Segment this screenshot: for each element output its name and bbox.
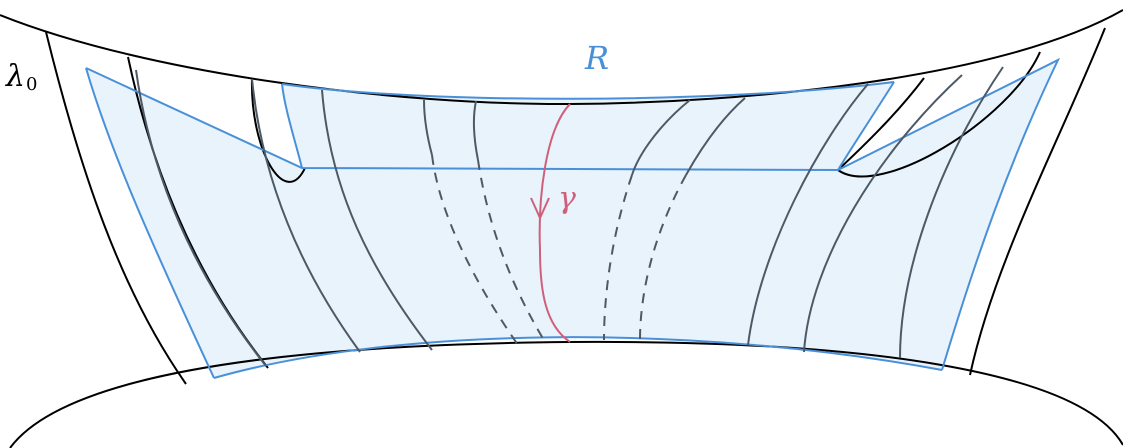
region-r-fill (86, 60, 1058, 378)
grey-leaf-7-dashed (639, 174, 687, 341)
lamination-label-subscript: 0 (26, 74, 38, 95)
region-r-outline (85, 57, 1061, 371)
lambda-leaf-outer-right (969, 27, 1106, 376)
curve-gamma-arrow (530, 197, 550, 221)
region-r-upper-left-edge (281, 83, 303, 169)
grey-leaf-6-dashed (603, 174, 633, 341)
lower-boundary-curve (9, 340, 1123, 448)
lambda-leaf-left-inner (250, 77, 306, 183)
lamination-label-base: λ (6, 59, 26, 94)
grey-leaf-7-top (685, 97, 746, 176)
grey-leaf-2 (251, 78, 361, 353)
grey-leaf-1 (135, 69, 267, 367)
lambda-leaf-right (837, 51, 1041, 178)
grey-leaf-3 (321, 89, 433, 351)
curve-label-gamma: γ (558, 181, 576, 216)
grey-leaf-10 (899, 66, 1004, 359)
region-r-left-edge (85, 67, 215, 379)
grey-leaf-8 (747, 83, 869, 346)
region-r-upper-edge (281, 81, 895, 100)
region-r-lower-edge (213, 336, 943, 379)
grey-leaf-5-top (472, 100, 479, 161)
region-r-upper-right-edge (837, 81, 895, 171)
grey-leaf-5-dashed (477, 159, 546, 343)
grey-leaf-6-top (631, 99, 691, 176)
grey-leaf-9 (803, 74, 963, 353)
lambda-leaf-outer-left (45, 31, 187, 385)
grey-leaf-4-top (423, 99, 433, 156)
lambda-leaf-right-inner (837, 77, 925, 171)
lamination-label-lambda-zero: λ0 (6, 62, 37, 94)
upper-boundary-curve (0, 9, 1123, 106)
curve-gamma (538, 103, 571, 343)
grey-leaf-4-dashed (431, 154, 519, 346)
region-r-upper-tab (282, 82, 894, 170)
region-label-r: R (585, 39, 610, 77)
